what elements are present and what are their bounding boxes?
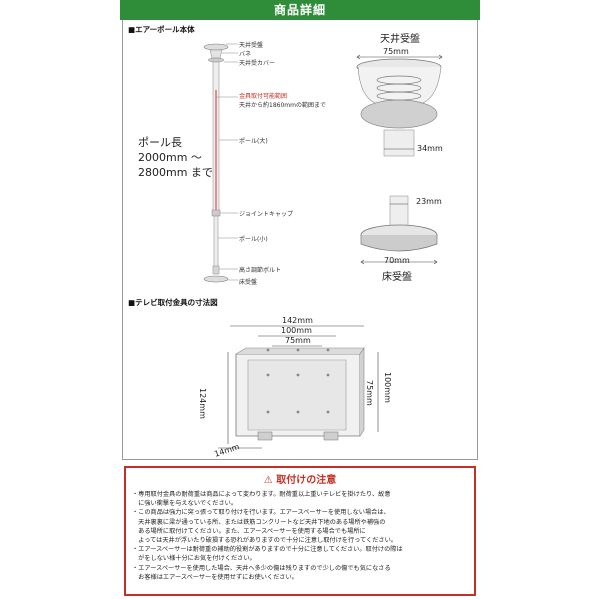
caution-box: ⚠ 取付けの注意 ・専用取付金具の耐荷重は商品によって変わります。耐荷重以上重い… [124,466,476,596]
floor-detail-title: 床受盤 [382,272,412,283]
label-mount-range-2: 天井から約1860mmの範囲まで [239,102,326,109]
label-ceiling-cover: 天井受カバー [239,60,276,67]
pole-length-line2: 2000mm 〜 [138,151,202,164]
floor-detail-pole: 23mm [416,197,442,206]
label-height-bolt: 高さ調節ボルト [239,267,282,274]
caution-line: に強い衝撃を与えないでください。 [132,500,238,508]
warning-icon: ⚠ [263,475,273,486]
caution-line: お客様はエアースペーサーを使用せずにお使いください。 [132,573,298,581]
label-floor-plate: 床受盤 [239,279,258,286]
label-pole-large: ポール(大) [239,138,268,145]
height-bolt-shape [212,265,220,275]
caution-line: 天井裏裏に梁が通っている所、または鉄筋コンクリートなど天井下地のある場所や補強の [132,518,386,526]
caution-line: ・エアースペーサーは耐荷重の補助的役割がありますので十分に注意してください。取付… [132,546,403,554]
page-header: 商品詳細 [120,0,480,20]
section-title-bracket: ■テレビ取付金具の寸法図 [128,298,218,307]
ceiling-detail-title: 天井受盤 [380,34,420,45]
caution-title-row: ⚠ 取付けの注意 [126,471,474,486]
floor-detail-width: 70mm [384,256,410,265]
pole-length-line1: ポール長 [138,136,182,149]
floor-plate-shape [203,275,229,283]
floor-detail-drawing [360,195,438,265]
caution-line: ある場所に取付けてください。また、エアースペーサーを使用する場合でも場所に [132,527,366,535]
caution-line: よっては天井が浮いたり破損する恐れがありますので十分に注意し取付けを行ってくださ… [132,537,397,545]
caution-title: 取付けの注意 [276,475,337,486]
label-spring: バネ [239,51,252,58]
label-pole-small: ポール(小) [239,236,268,243]
dim-100: 100mm [281,326,312,335]
dim-75-vertical: 75mm [365,380,374,406]
label-ceiling-plate: 天井受盤 [239,42,264,49]
dim-142: 142mm [282,316,313,325]
ceiling-detail-pole: 34mm [417,144,443,153]
caution-body: ・専用取付金具の耐荷重は商品によって変わります。耐荷重以上重いテレビを掛けたり、… [132,490,472,582]
caution-line: がをしない様十分にお気を付けください。 [132,555,256,563]
label-mount-range-1: 金具取付可能範囲 [239,93,288,100]
caution-line: ・専用取付金具の耐荷重は商品によって変わります。耐荷重以上重いテレビを掛けたり、… [132,491,391,498]
pole-length-line3: 2800mm まで [138,166,213,179]
ceiling-detail-drawing [356,54,443,157]
label-joint-cap: ジョイントキャップ [239,211,294,218]
dim-75: 75mm [285,336,311,345]
dim-124: 124mm [198,388,207,419]
section-title-pole: ■エアーポール本体 [128,25,195,34]
caution-line: ・この商品は強力に突っ張って取り付けを行います。エアースペーサーを使用しない場合… [132,509,390,517]
detail-frame [122,20,478,460]
dim-100-vertical: 100mm [383,372,392,403]
caution-line: ・エアースペーサーを使用した場合、天井へ多少の傷は残りますので少しの傷でも気にな… [132,564,391,572]
ceiling-detail-width: 75mm [383,47,409,56]
